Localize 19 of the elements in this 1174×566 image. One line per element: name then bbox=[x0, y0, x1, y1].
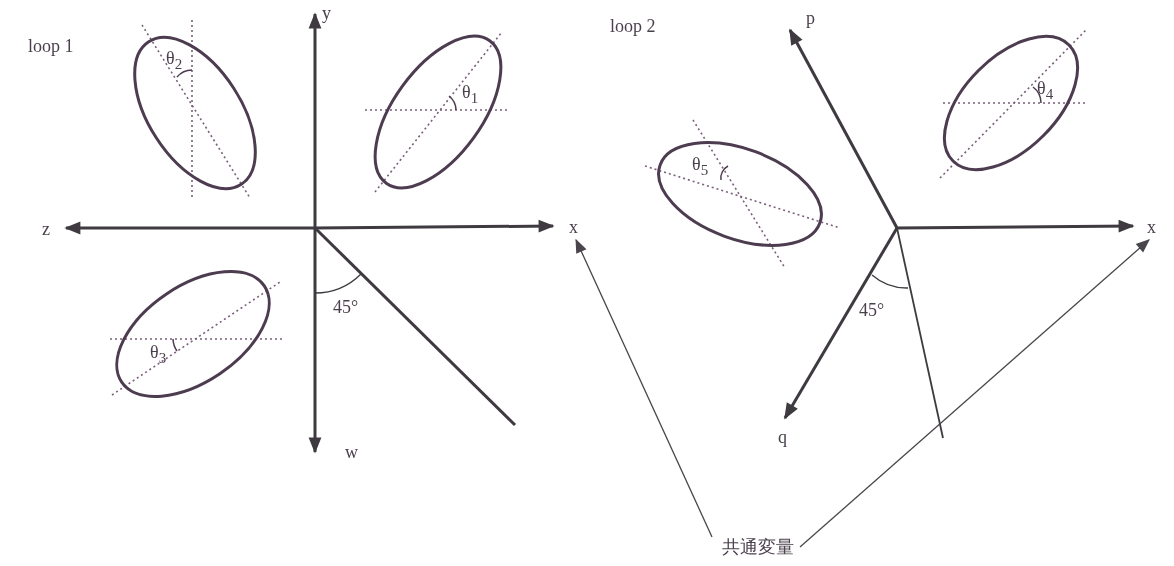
leader-arrow bbox=[799, 239, 1150, 548]
loop-title: loop 1 bbox=[28, 36, 74, 56]
annotation-text: 共通変量 bbox=[722, 537, 794, 557]
angle-label: 45° bbox=[859, 300, 885, 320]
angle-label: θ$_{1}$ bbox=[462, 82, 479, 108]
axis-label: x bbox=[1147, 217, 1156, 237]
angle-label: θ$_{2}$ bbox=[166, 48, 183, 74]
angle-label: 45° bbox=[333, 297, 359, 317]
angle-label: θ$_{5}$ bbox=[692, 154, 709, 180]
axis-label: w bbox=[345, 442, 358, 462]
axis-label: z bbox=[42, 219, 50, 239]
angle-label: θ$_{3}$ bbox=[150, 342, 167, 368]
axis-label: q bbox=[778, 427, 787, 447]
loop-title: loop 2 bbox=[610, 16, 656, 36]
leader-arrow bbox=[575, 238, 713, 538]
angle-label: θ$_{4}$ bbox=[1037, 78, 1054, 104]
axis-label: x bbox=[569, 217, 578, 237]
axis-label: y bbox=[322, 3, 331, 23]
axis-label: p bbox=[806, 8, 815, 28]
